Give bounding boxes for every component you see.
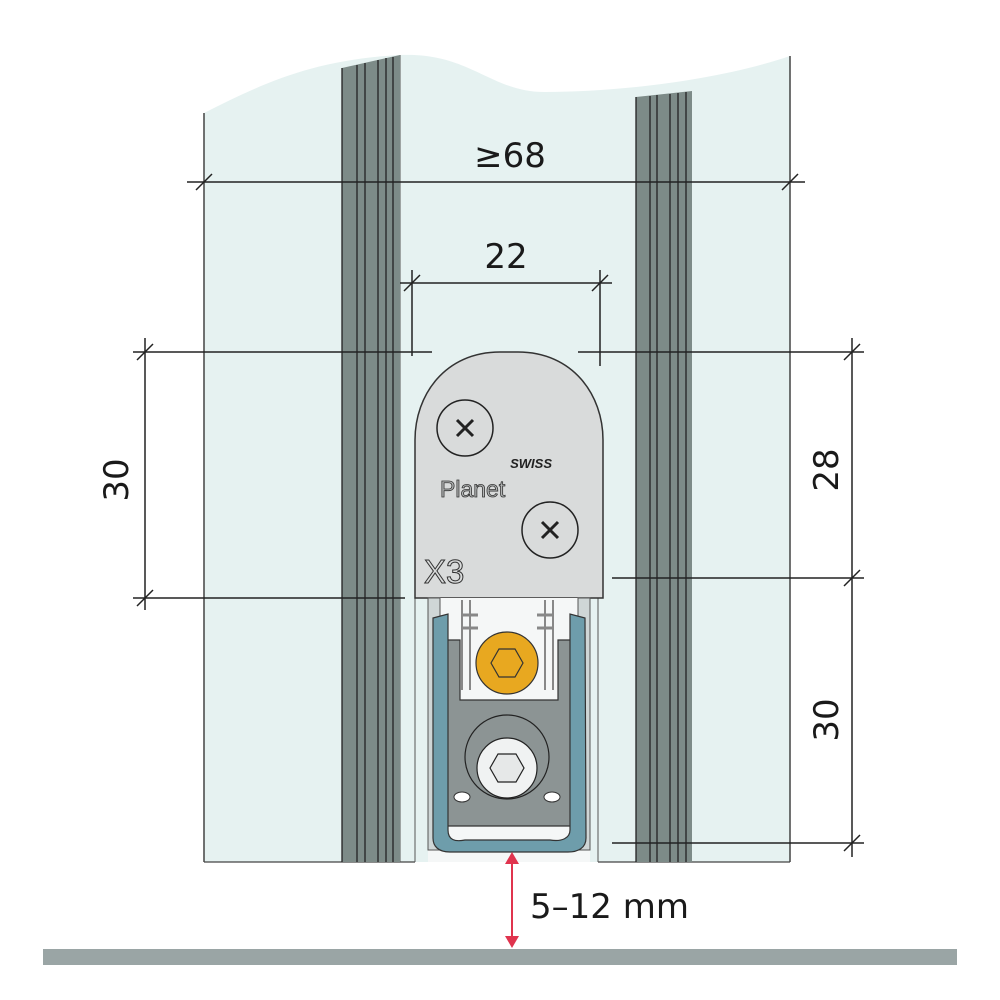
- screw-icon: [436, 399, 494, 457]
- screw-icon: [521, 501, 579, 559]
- hex-bolt-icon: [489, 753, 525, 783]
- dim-housing-height-right: 28: [807, 448, 847, 491]
- gap-arrow: [505, 852, 519, 948]
- model-label: X3: [424, 553, 464, 590]
- floor: [43, 949, 957, 965]
- brand-small: SWISS: [510, 456, 552, 471]
- dim-device-width: 22: [484, 237, 527, 277]
- left-glazing-gasket: [341, 55, 400, 862]
- seal-gasket: [432, 613, 587, 853]
- seal-housing: SWISS Planet X3: [414, 351, 604, 599]
- brand-name: Planet: [440, 476, 506, 502]
- right-glazing-gasket: [635, 91, 692, 862]
- dimension-lines: [133, 173, 864, 857]
- hex-socket-icon: [490, 648, 524, 678]
- dim-floor-gap: 5–12 mm: [530, 887, 689, 927]
- dim-housing-height-left: 30: [97, 458, 137, 501]
- seal-profile: [427, 597, 591, 862]
- dim-total-width: ≥68: [474, 136, 546, 176]
- adjustment-nut: [475, 631, 539, 695]
- dim-seal-height: 30: [807, 698, 847, 741]
